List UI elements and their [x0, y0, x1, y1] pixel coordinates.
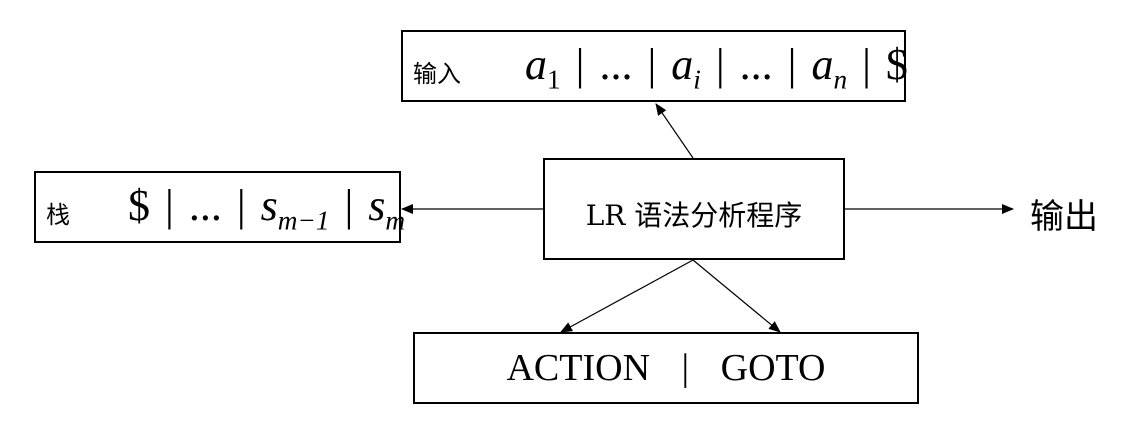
parse-table-labels: ACTION | GOTO — [415, 346, 917, 390]
input-box: 输入 a1 | ... | ai | ... | an | $ — [401, 30, 908, 102]
stack-symbols: $ | ... | sm−1 | sm — [128, 179, 405, 248]
symbol-a: a — [671, 40, 694, 89]
subscript-1: 1 — [547, 64, 561, 95]
dollar-sign: $ — [128, 181, 150, 230]
program-box: LR 语法分析程序 — [543, 158, 845, 260]
subscript-i: i — [693, 64, 701, 95]
input-symbols: a1 | ... | ai | ... | an | $ — [525, 38, 908, 107]
symbol-s: s — [260, 181, 278, 230]
edge-program-to-goto — [692, 259, 781, 333]
subscript-n: n — [833, 64, 848, 95]
action-label: ACTION — [506, 347, 651, 389]
separator: | — [647, 40, 657, 89]
program-label: LR 语法分析程序 — [585, 199, 803, 232]
goto-label: GOTO — [720, 347, 826, 389]
symbol-a: a — [525, 40, 547, 89]
separator: | — [236, 181, 246, 230]
output-label: 输出 — [1030, 197, 1098, 237]
separator: | — [715, 40, 725, 89]
subscript-m-minus-1: m−1 — [277, 205, 330, 236]
stack-label: 栈 — [46, 201, 70, 229]
separator: | — [575, 40, 585, 89]
input-label: 输入 — [413, 60, 461, 88]
separator: | — [862, 40, 871, 89]
ellipsis: ... — [188, 181, 222, 230]
symbol-a: a — [811, 40, 834, 89]
ellipsis: ... — [739, 40, 773, 89]
separator: | — [787, 40, 797, 89]
separator: | — [165, 181, 174, 230]
edge-program-to-action — [560, 259, 694, 333]
dollar-sign: $ — [885, 40, 908, 89]
parse-table-box: ACTION | GOTO — [413, 332, 919, 404]
ellipsis: ... — [599, 40, 633, 89]
stack-box: 栈 $ | ... | sm−1 | sm — [34, 171, 405, 243]
edge-program-to-input — [655, 103, 694, 159]
subscript-m: m — [385, 205, 406, 236]
table-separator: | — [681, 347, 690, 389]
separator: | — [344, 181, 354, 230]
symbol-s: s — [368, 181, 386, 230]
